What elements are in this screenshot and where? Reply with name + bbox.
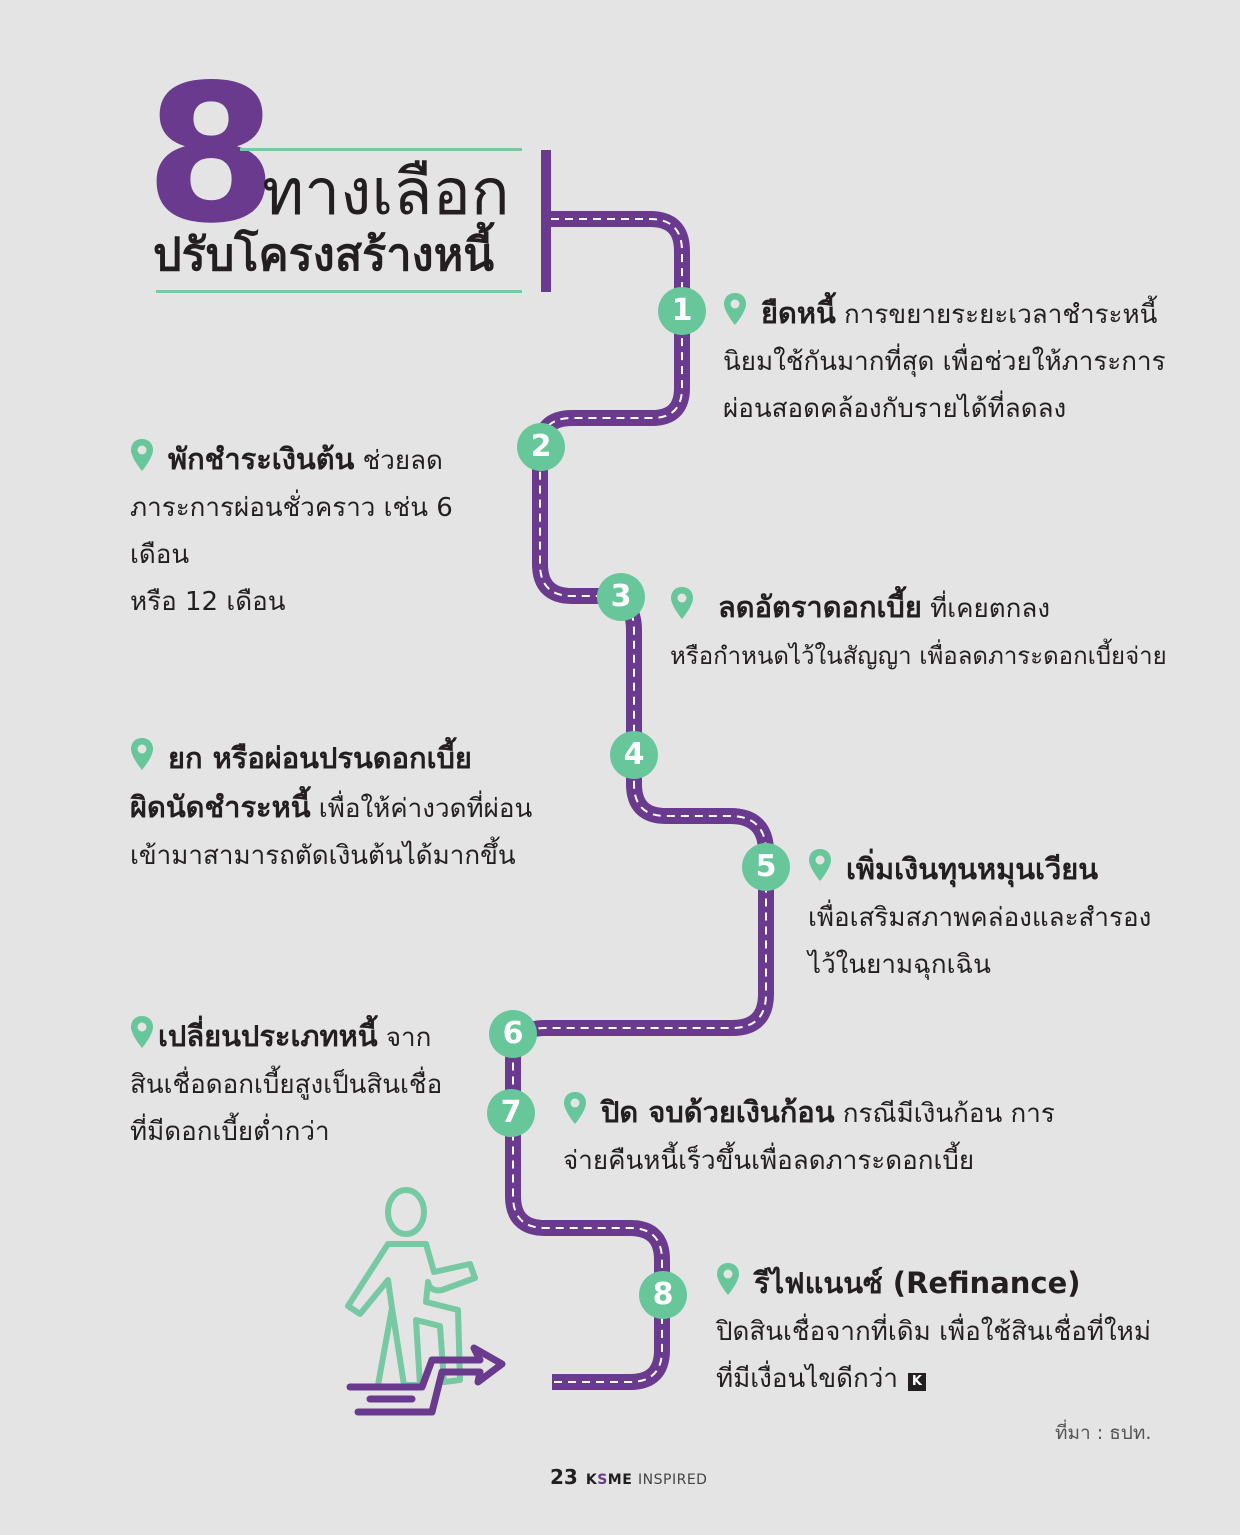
title-number: 8 [145, 44, 278, 265]
step-badge-4: 4 [610, 731, 658, 779]
step-2-line-1: ช่วยลด [354, 446, 443, 476]
step-5-name: เพิ่มเงินทุนหมุนเวียน [846, 852, 1099, 886]
step-4-name-2: ผิดนัดชำระหนี้ [130, 790, 311, 824]
step-8: รีไฟแนนซ์ (Refinance) ปิดสินเชื่อจากที่เ… [716, 1260, 1196, 1403]
magazine-name: INSPIRED [638, 1472, 708, 1488]
step-3-name: ลดอัตราดอกเบี้ย [718, 590, 922, 624]
map-pin-icon [723, 292, 747, 326]
person-climbing-icon [345, 1187, 506, 1416]
step-6-line-1: จาก [377, 1023, 432, 1053]
title-line-bottom [156, 290, 522, 293]
page-number: 23 [550, 1465, 578, 1489]
step-3-line-2: หรือกำหนดไว้ในสัญญา เพื่อลดภาระดอกเบี้ยจ… [670, 642, 1167, 670]
step-8-line-2: ที่มีเงื่อนไขดีกว่า [716, 1364, 898, 1394]
step-1-line-3: ผ่อนสอดคล้องกับรายได้ที่ลดลง [723, 394, 1067, 424]
step-badge-2: 2 [517, 423, 565, 471]
page-footer: 23 KSME INSPIRED [550, 1465, 707, 1489]
step-8-line-1: ปิดสินเชื่อจากที่เดิม เพื่อใช้สินเชื่อที… [716, 1317, 1151, 1347]
step-badge-6: 6 [489, 1010, 537, 1058]
step-1-name: ยืดหนี้ [761, 296, 836, 330]
step-1-line-1: การขยายระยะเวลาชำระหนี้ [835, 300, 1158, 330]
step-3: ลดอัตราดอกเบี้ย ที่เคยตกลง หรือกำหนดไว้ใ… [670, 584, 1190, 680]
title-word: ทางเลือก [262, 156, 510, 230]
title-bar [541, 150, 551, 292]
step-6-line-3: ที่มีดอกเบี้ยต่ำกว่า [130, 1117, 330, 1147]
step-4-line-1: เพื่อให้ค่างวดที่ผ่อน [310, 794, 533, 824]
step-6-name: เปลี่ยนประเภทหนี้ [158, 1019, 378, 1053]
step-2-line-2: ภาระการผ่อนชั่วคราว เช่น 6 เดือน [130, 493, 453, 570]
step-2-line-3: หรือ 12 เดือน [130, 587, 286, 617]
map-pin-icon [716, 1262, 740, 1296]
step-badge-5: 5 [742, 843, 790, 891]
k-logo-icon: K [907, 1373, 926, 1391]
map-pin-icon [670, 586, 694, 620]
step-7-line-1: กรณีมีเงินก้อน การ [834, 1099, 1055, 1129]
map-pin-icon [130, 438, 154, 472]
step-4: ยก หรือผ่อนปรนดอกเบี้ย ผิดนัดชำระหนี้ เพ… [130, 735, 600, 880]
step-badge-7: 7 [487, 1089, 535, 1137]
step-1: ยืดหนี้ การขยายระยะเวลาชำระหนี้ นิยมใช้ก… [723, 290, 1183, 433]
step-6: เปลี่ยนประเภทหนี้ จาก สินเชื่อดอกเบี้ยสู… [130, 1013, 490, 1156]
step-4-line-2: เข้ามาสามารถตัดเงินต้นได้มากขึ้น [130, 841, 516, 871]
brand-logo: KSME [585, 1472, 633, 1488]
title-line-top [240, 148, 522, 151]
step-2-name: พักชำระเงินต้น [168, 442, 355, 476]
step-1-line-2: นิยมใช้กันมากที่สุด เพื่อช่วยให้ภาระการ [723, 347, 1166, 377]
step-5: เพิ่มเงินทุนหมุนเวียน เพื่อเสริมสภาพคล่อ… [808, 846, 1208, 989]
step-badge-8: 8 [639, 1271, 687, 1319]
step-8-name: รีไฟแนนซ์ (Refinance) [754, 1266, 1081, 1300]
step-3-line-1: ที่เคยตกลง [921, 594, 1051, 624]
step-6-line-2: สินเชื่อดอกเบี้ยสูงเป็นสินเชื่อ [130, 1070, 443, 1100]
source-credit: ที่มา : ธปท. [1055, 1422, 1152, 1444]
step-7-line-2: จ่ายคืนหนี้เร็วขึ้นเพื่อลดภาระดอกเบี้ย [563, 1146, 975, 1176]
step-5-line-2: ไว้ในยามฉุกเฉิน [808, 950, 991, 980]
step-7: ปิด จบด้วยเงินก้อน กรณีมีเงินก้อน การ จ่… [563, 1089, 1183, 1185]
map-pin-icon [808, 848, 832, 882]
step-badge-3: 3 [597, 573, 645, 621]
step-5-line-1: เพื่อเสริมสภาพคล่องและสำรอง [808, 903, 1152, 933]
step-2: พักชำระเงินต้น ช่วยลด ภาระการผ่อนชั่วครา… [130, 436, 510, 626]
step-7-name: ปิด จบด้วยเงินก้อน [601, 1095, 835, 1129]
map-pin-icon [130, 737, 154, 771]
title-subtitle: ปรับโครงสร้างหนี้ [153, 228, 495, 281]
map-pin-icon [130, 1015, 154, 1049]
step-badge-1: 1 [658, 287, 706, 335]
map-pin-icon [563, 1091, 587, 1125]
step-4-name: ยก หรือผ่อนปรนดอกเบี้ย [168, 741, 472, 775]
